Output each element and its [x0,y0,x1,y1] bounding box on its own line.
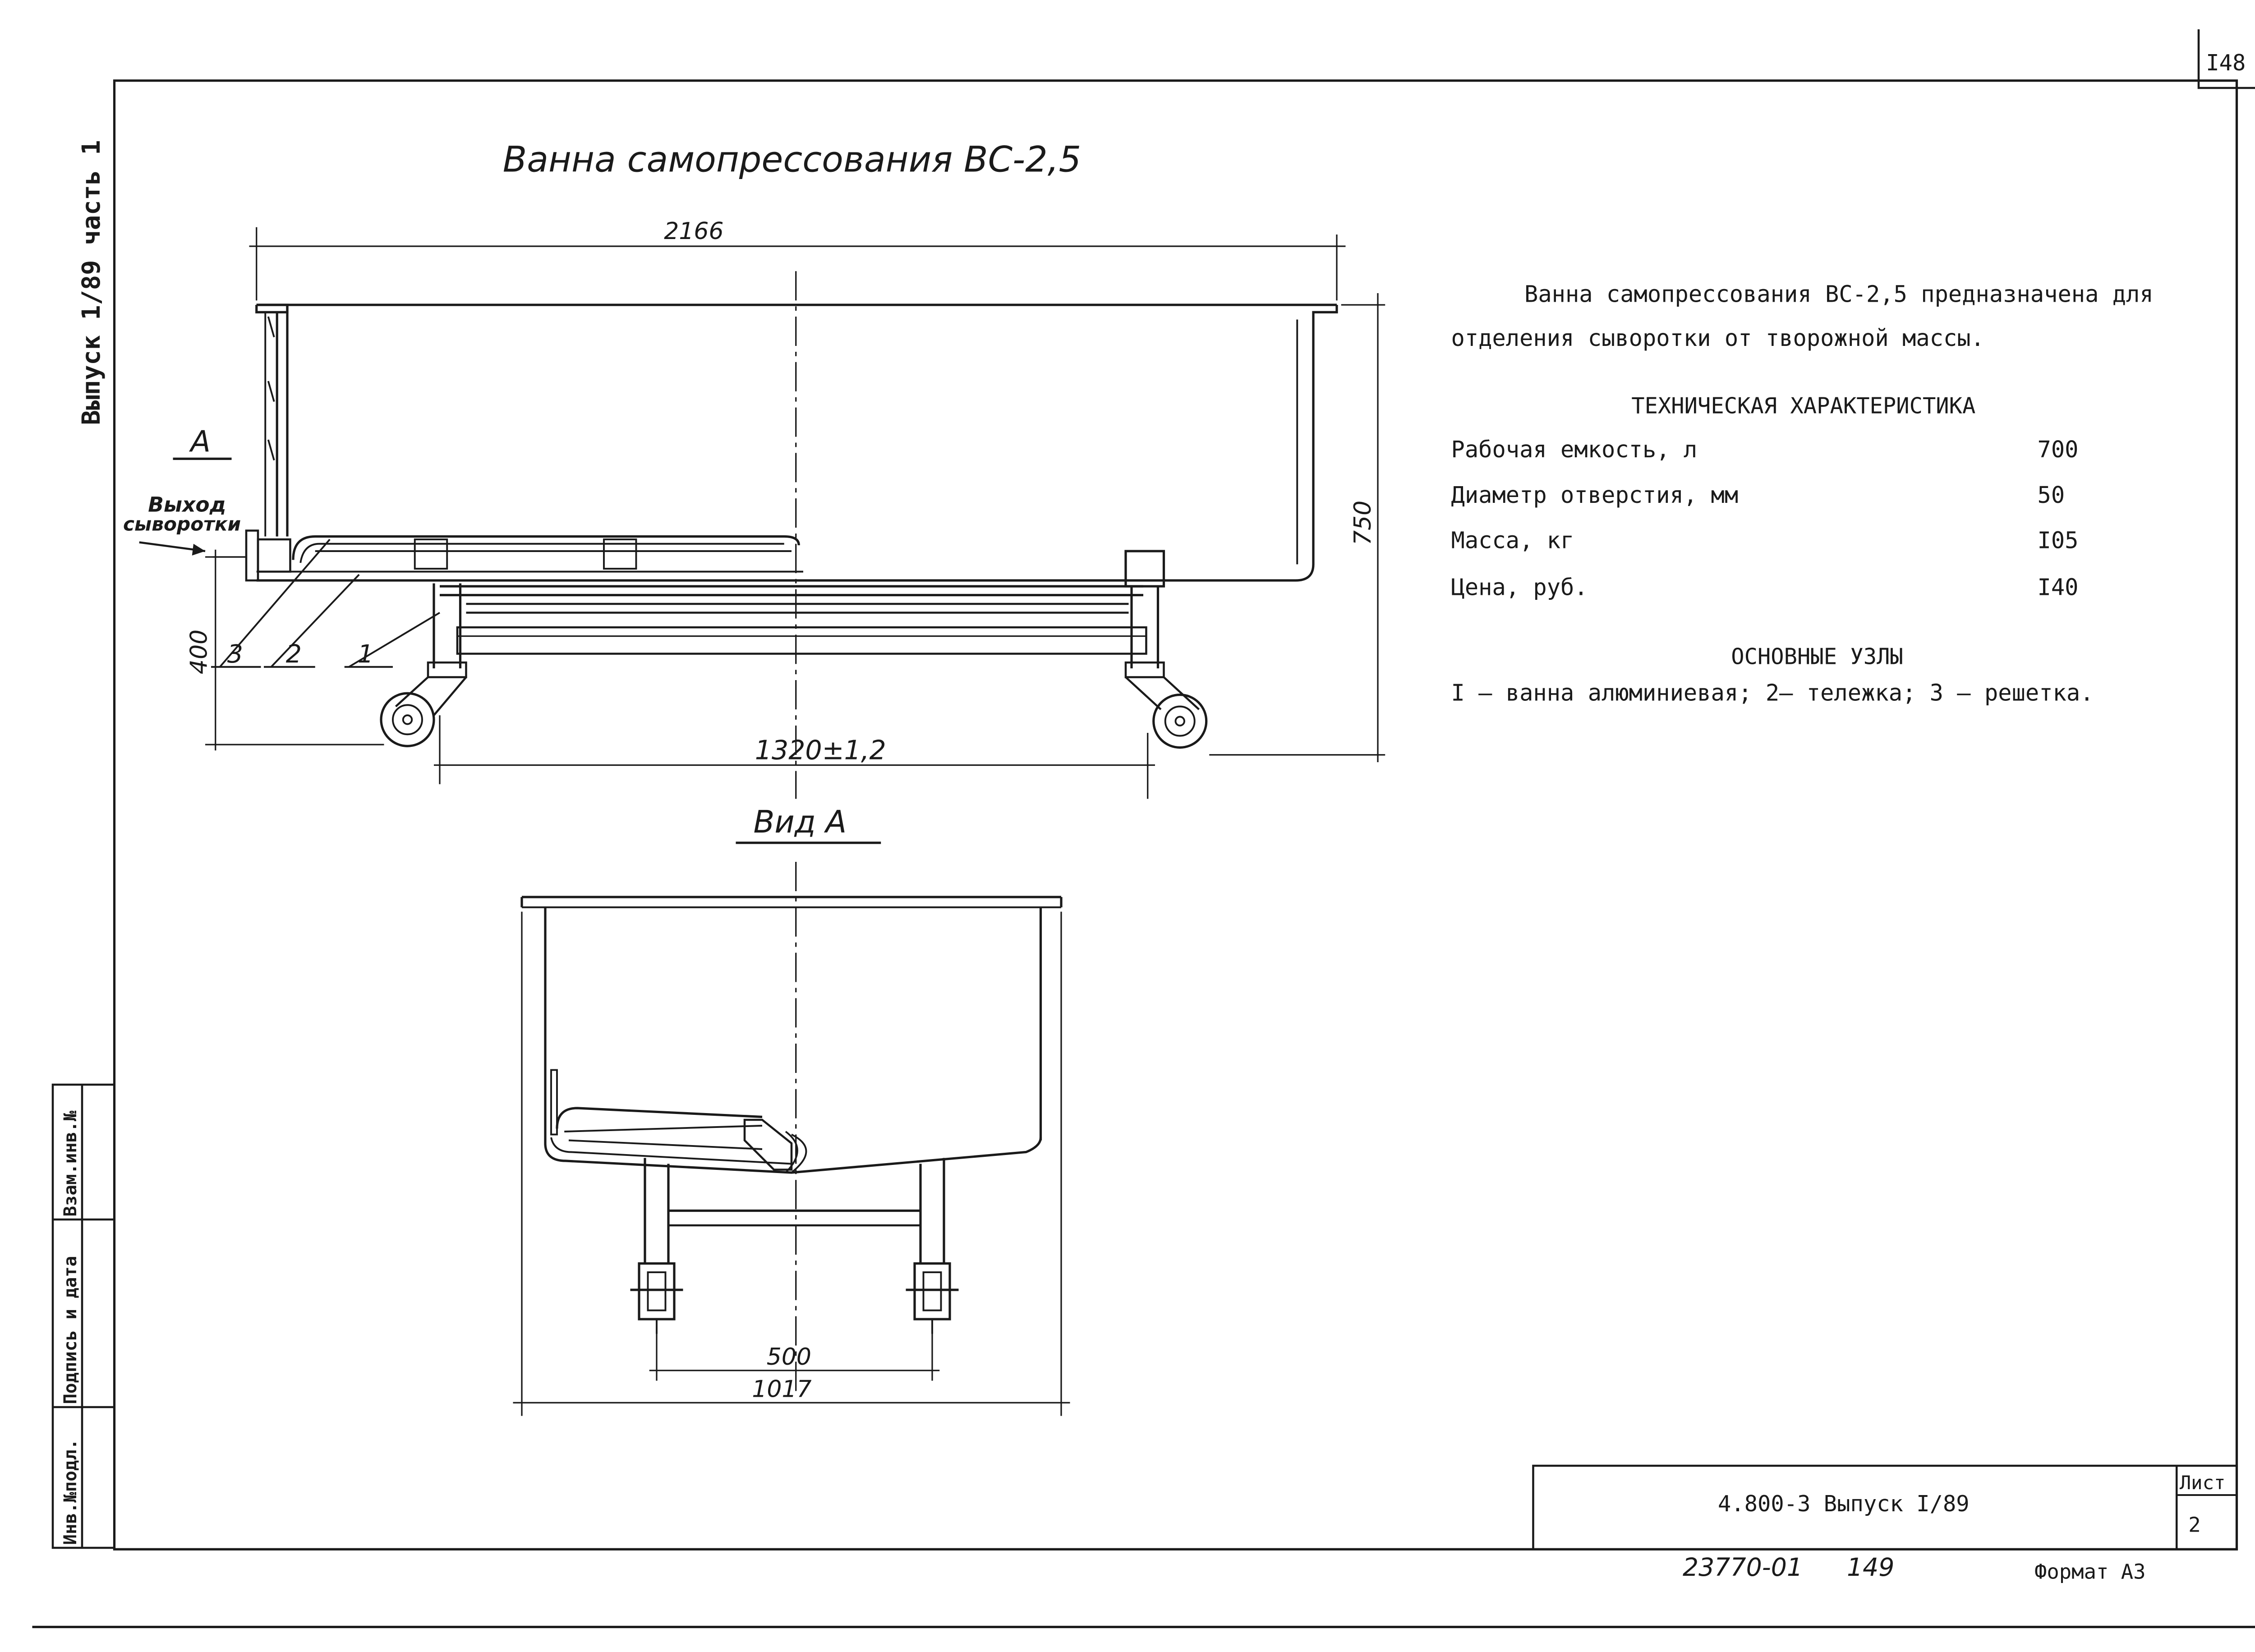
description-line-1: Ванна самопрессования ВС-2,5 предназначе… [1524,281,2154,308]
corner-number: I48 [2206,51,2246,76]
spec-label: Рабочая емкость, л [1451,436,1698,463]
corner-number-box: I48 [2199,29,2255,88]
callout-2: 2 [286,640,302,669]
spec-row: Масса, кг I05 [1451,527,2079,554]
view-a [522,862,1061,1393]
sheet-label: Лист [2180,1472,2226,1494]
section-mark: А [173,425,232,459]
archive-page: 149 [1847,1553,1894,1582]
sheet-number: 2 [2188,1513,2200,1537]
description-block: Ванна самопрессования ВС-2,5 предназначе… [1451,281,2154,706]
strip-label-sign: Подпись и дата [60,1256,81,1404]
dim-tub-bottom-height: 400 [185,630,212,674]
view-a-title-group: Вид А [736,805,881,843]
spec-label: Цена, руб. [1451,574,1588,601]
approval-strip: Инв.№подл. Подпись и дата Взам.инв.№ [53,1085,115,1548]
dim-overall-height: 750 [1349,501,1376,545]
spec-row: Цена, руб. I40 [1451,574,2079,601]
archive-number: 23770-01 [1683,1553,1803,1582]
side-issue-label: Выпуск 1/89 часть 1 [77,140,106,425]
spec-value: 700 [2038,436,2079,463]
section-mark-letter: А [189,425,211,459]
side-view [139,271,1337,799]
title-block: 4.800-3 Выпуск I/89 Лист 2 [1533,1466,2237,1549]
strip-label-inv: Инв.№подл. [60,1439,81,1545]
spec-value: 50 [2038,482,2065,508]
spec-heading: ТЕХНИЧЕСКАЯ ХАРАКТЕРИСТИКА [1631,394,1975,419]
sheet-frame [32,29,2255,1627]
callout-1: 1 [358,640,373,669]
spec-value: I40 [2038,574,2079,601]
spec-row: Диаметр отверстия, мм 50 [1451,482,2065,508]
designation: 4.800-3 Выпуск I/89 [1718,1491,1970,1517]
units-heading: ОСНОВНЫЕ УЗЛЫ [1731,644,1903,669]
dim-track: 500 [767,1344,811,1371]
units-text: I – ванна алюминиевая; 2– тележка; 3 – р… [1451,680,2094,706]
spec-value: I05 [2038,527,2079,554]
view-a-title: Вид А [754,805,847,840]
spec-row: Рабочая емкость, л 700 [1451,436,2079,463]
spec-label: Диаметр отверстия, мм [1451,482,1739,508]
outlet-label-line2: сыворотки [123,513,241,535]
spec-label: Масса, кг [1451,527,1574,554]
strip-label-replace: Взам.инв.№ [60,1110,81,1216]
description-line-2: отделения сыворотки от творожной массы. [1451,325,1984,351]
dim-wheelbase: 1320±1,2 [755,735,886,766]
dim-overall-length: 2166 [664,218,723,245]
format-label: Формат А3 [2034,1560,2146,1583]
drawing-title: Ванна самопрессования ВС-2,5 [503,139,1081,180]
callout-3: 3 [227,640,243,669]
dim-width: 1017 [752,1376,811,1403]
